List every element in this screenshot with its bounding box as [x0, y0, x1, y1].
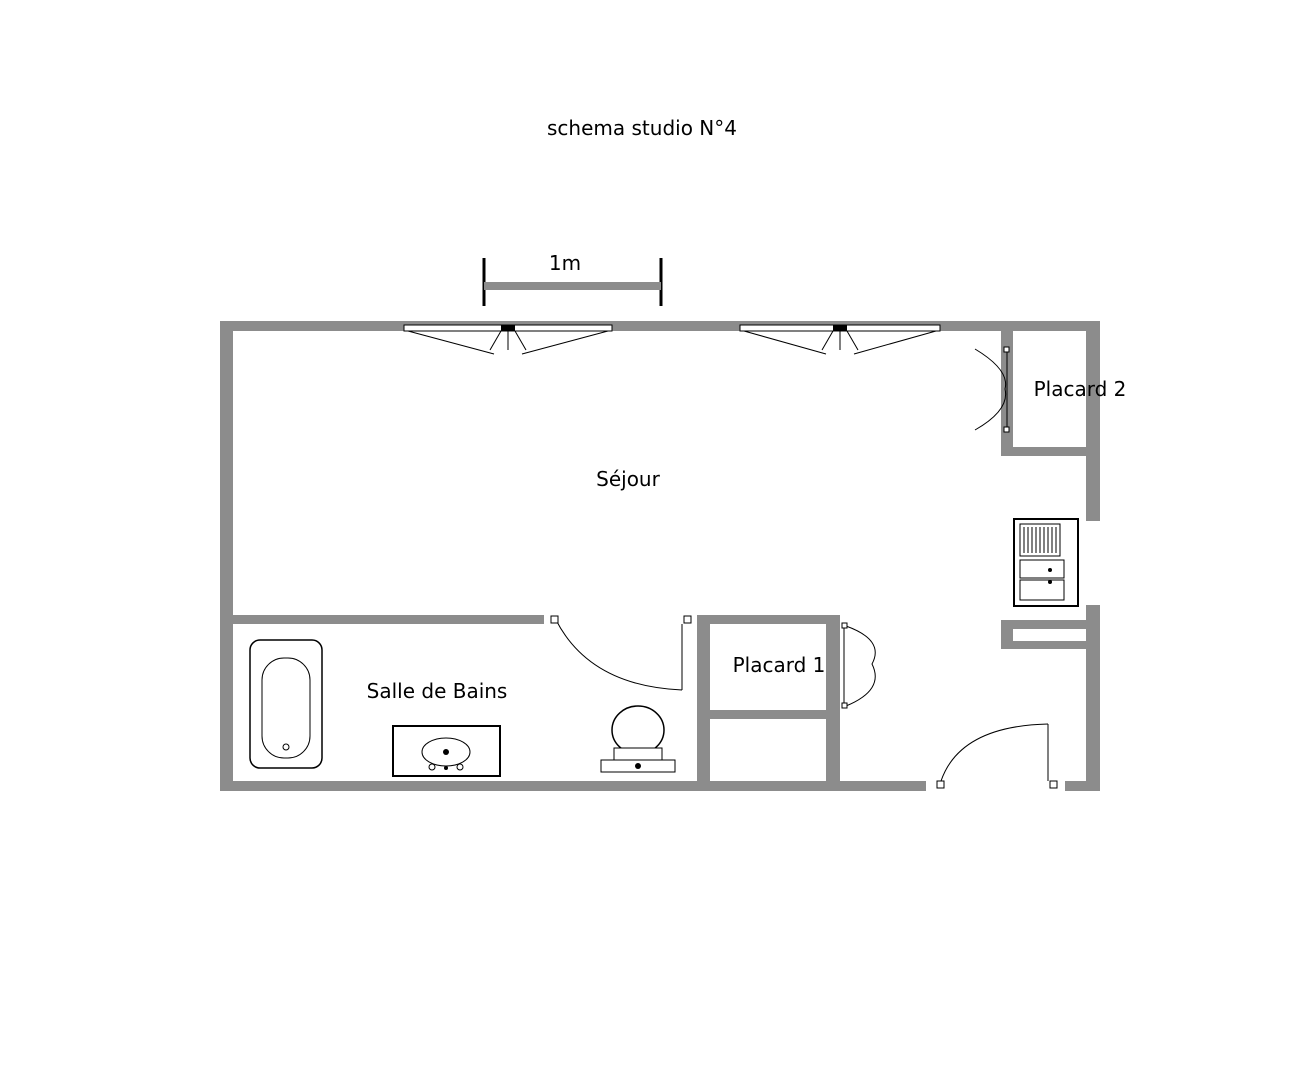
bathroom-door	[550, 615, 692, 691]
scale-bar: 1m	[482, 251, 663, 306]
window-left	[403, 324, 613, 355]
scale-label: 1m	[549, 251, 581, 275]
room-label-placard-1: Placard 1	[733, 653, 826, 677]
toilet	[600, 705, 676, 773]
kitchenette	[1013, 518, 1079, 607]
window-right	[739, 324, 941, 355]
room-label-sejour: Séjour	[596, 467, 660, 491]
walls	[220, 321, 1100, 791]
room-label-placard-2: Placard 2	[1034, 377, 1127, 401]
placard-1-doors	[841, 622, 876, 709]
plan-title: schema studio N°4	[547, 116, 737, 140]
entrance-door	[936, 723, 1058, 789]
bathtub	[249, 639, 323, 769]
placard-2-doors	[974, 346, 1010, 433]
room-label-salle-de-bains: Salle de Bains	[367, 679, 508, 703]
washbasin	[392, 725, 501, 777]
